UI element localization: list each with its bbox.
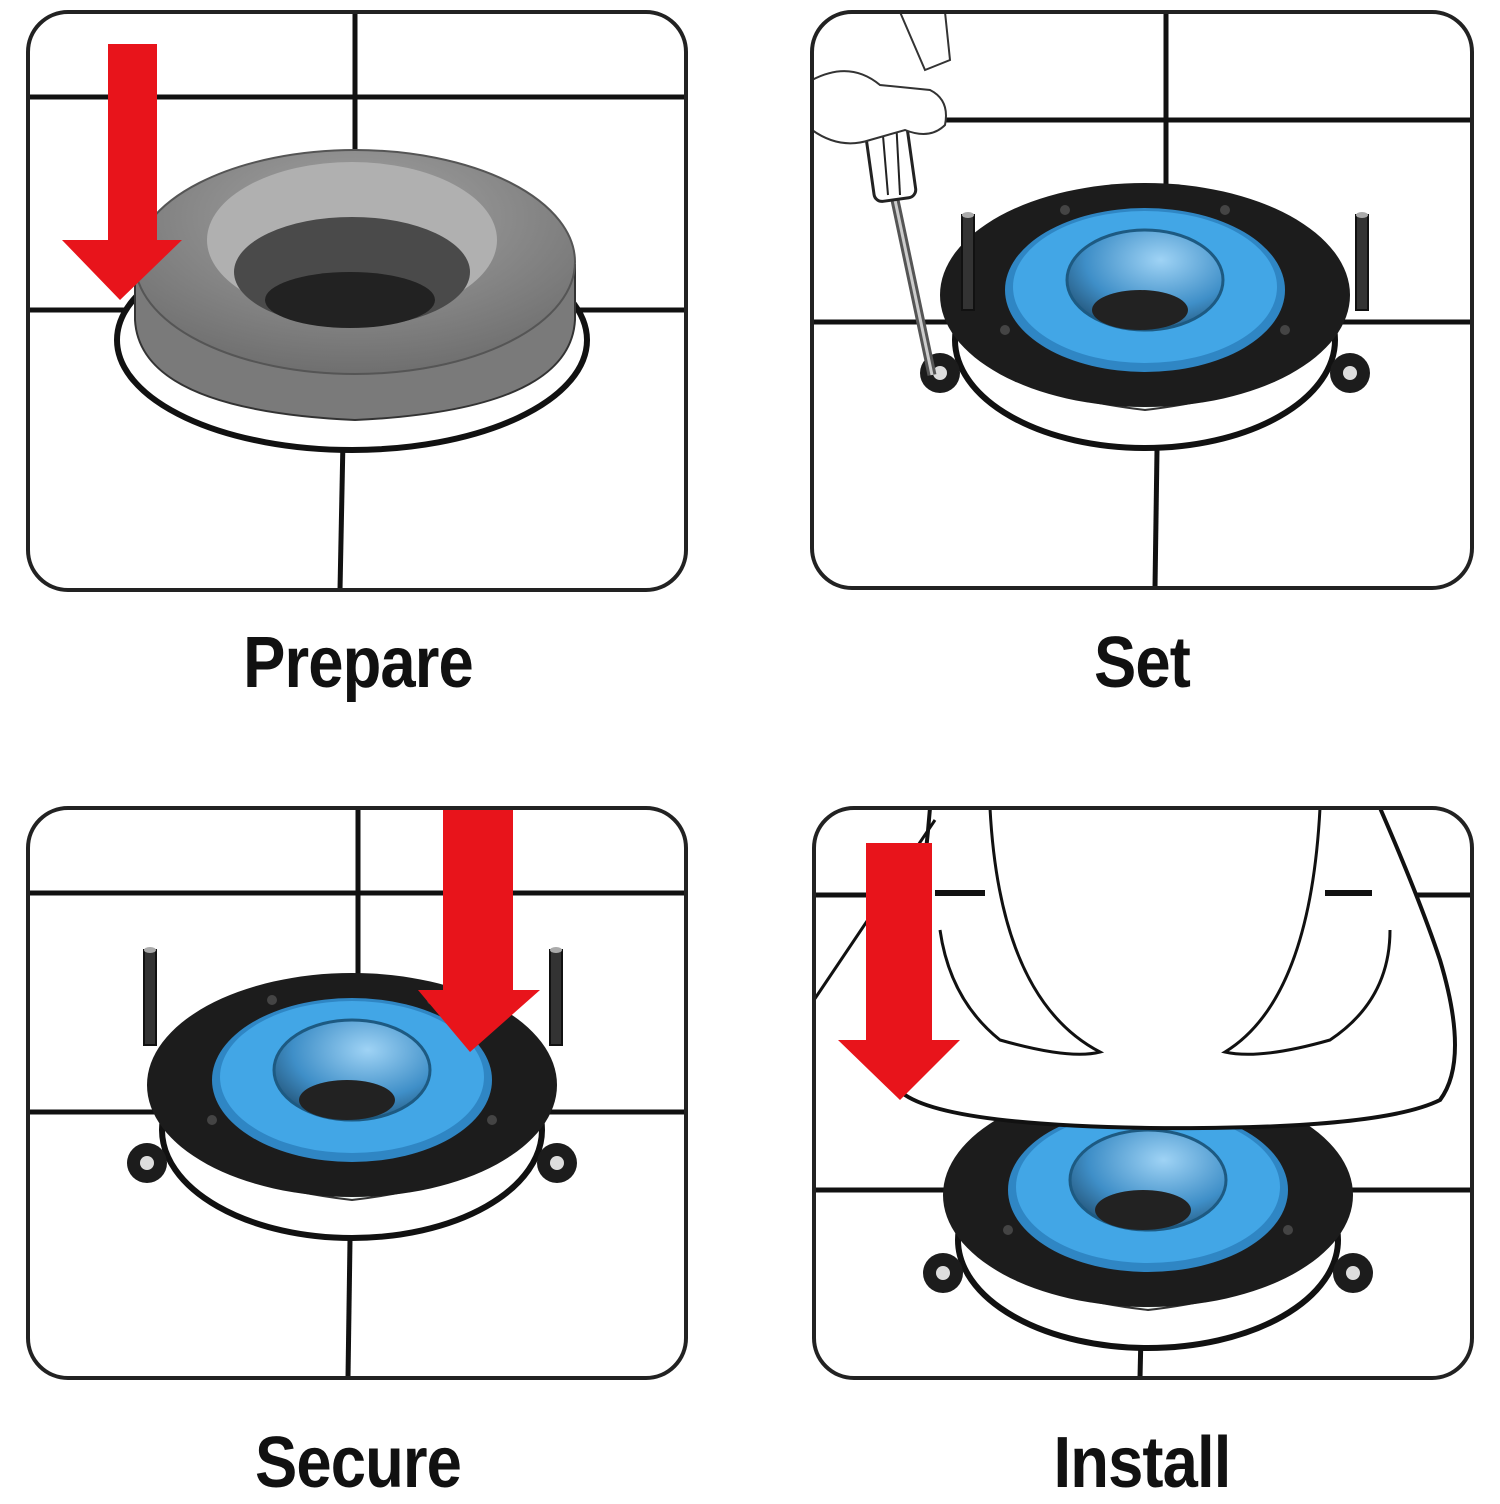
closet-bolt-right bbox=[549, 946, 563, 1046]
step-panel-set bbox=[812, 12, 1472, 588]
down-arrow-icon bbox=[838, 843, 960, 1100]
closet-bolt-left bbox=[961, 211, 975, 311]
step-label-install: Install bbox=[1053, 1423, 1232, 1503]
wax-ring bbox=[134, 149, 576, 422]
step-panel-secure bbox=[28, 808, 686, 1378]
step-label-prepare: Prepare bbox=[243, 623, 474, 703]
closet-bolt-left bbox=[143, 946, 157, 1046]
closet-bolt-right bbox=[1355, 211, 1369, 311]
panel-border bbox=[26, 10, 688, 592]
panel-border bbox=[26, 806, 688, 1380]
step-label-secure: Secure bbox=[254, 1423, 462, 1503]
panel-border bbox=[812, 806, 1474, 1380]
hand-icon bbox=[812, 12, 952, 145]
down-arrow-icon bbox=[62, 44, 182, 300]
panel-border bbox=[810, 10, 1474, 590]
step-label-set: Set bbox=[1094, 623, 1191, 703]
down-arrow-icon bbox=[418, 808, 540, 1052]
step-panel-install bbox=[814, 808, 1472, 1378]
step-panel-prepare bbox=[28, 12, 686, 590]
